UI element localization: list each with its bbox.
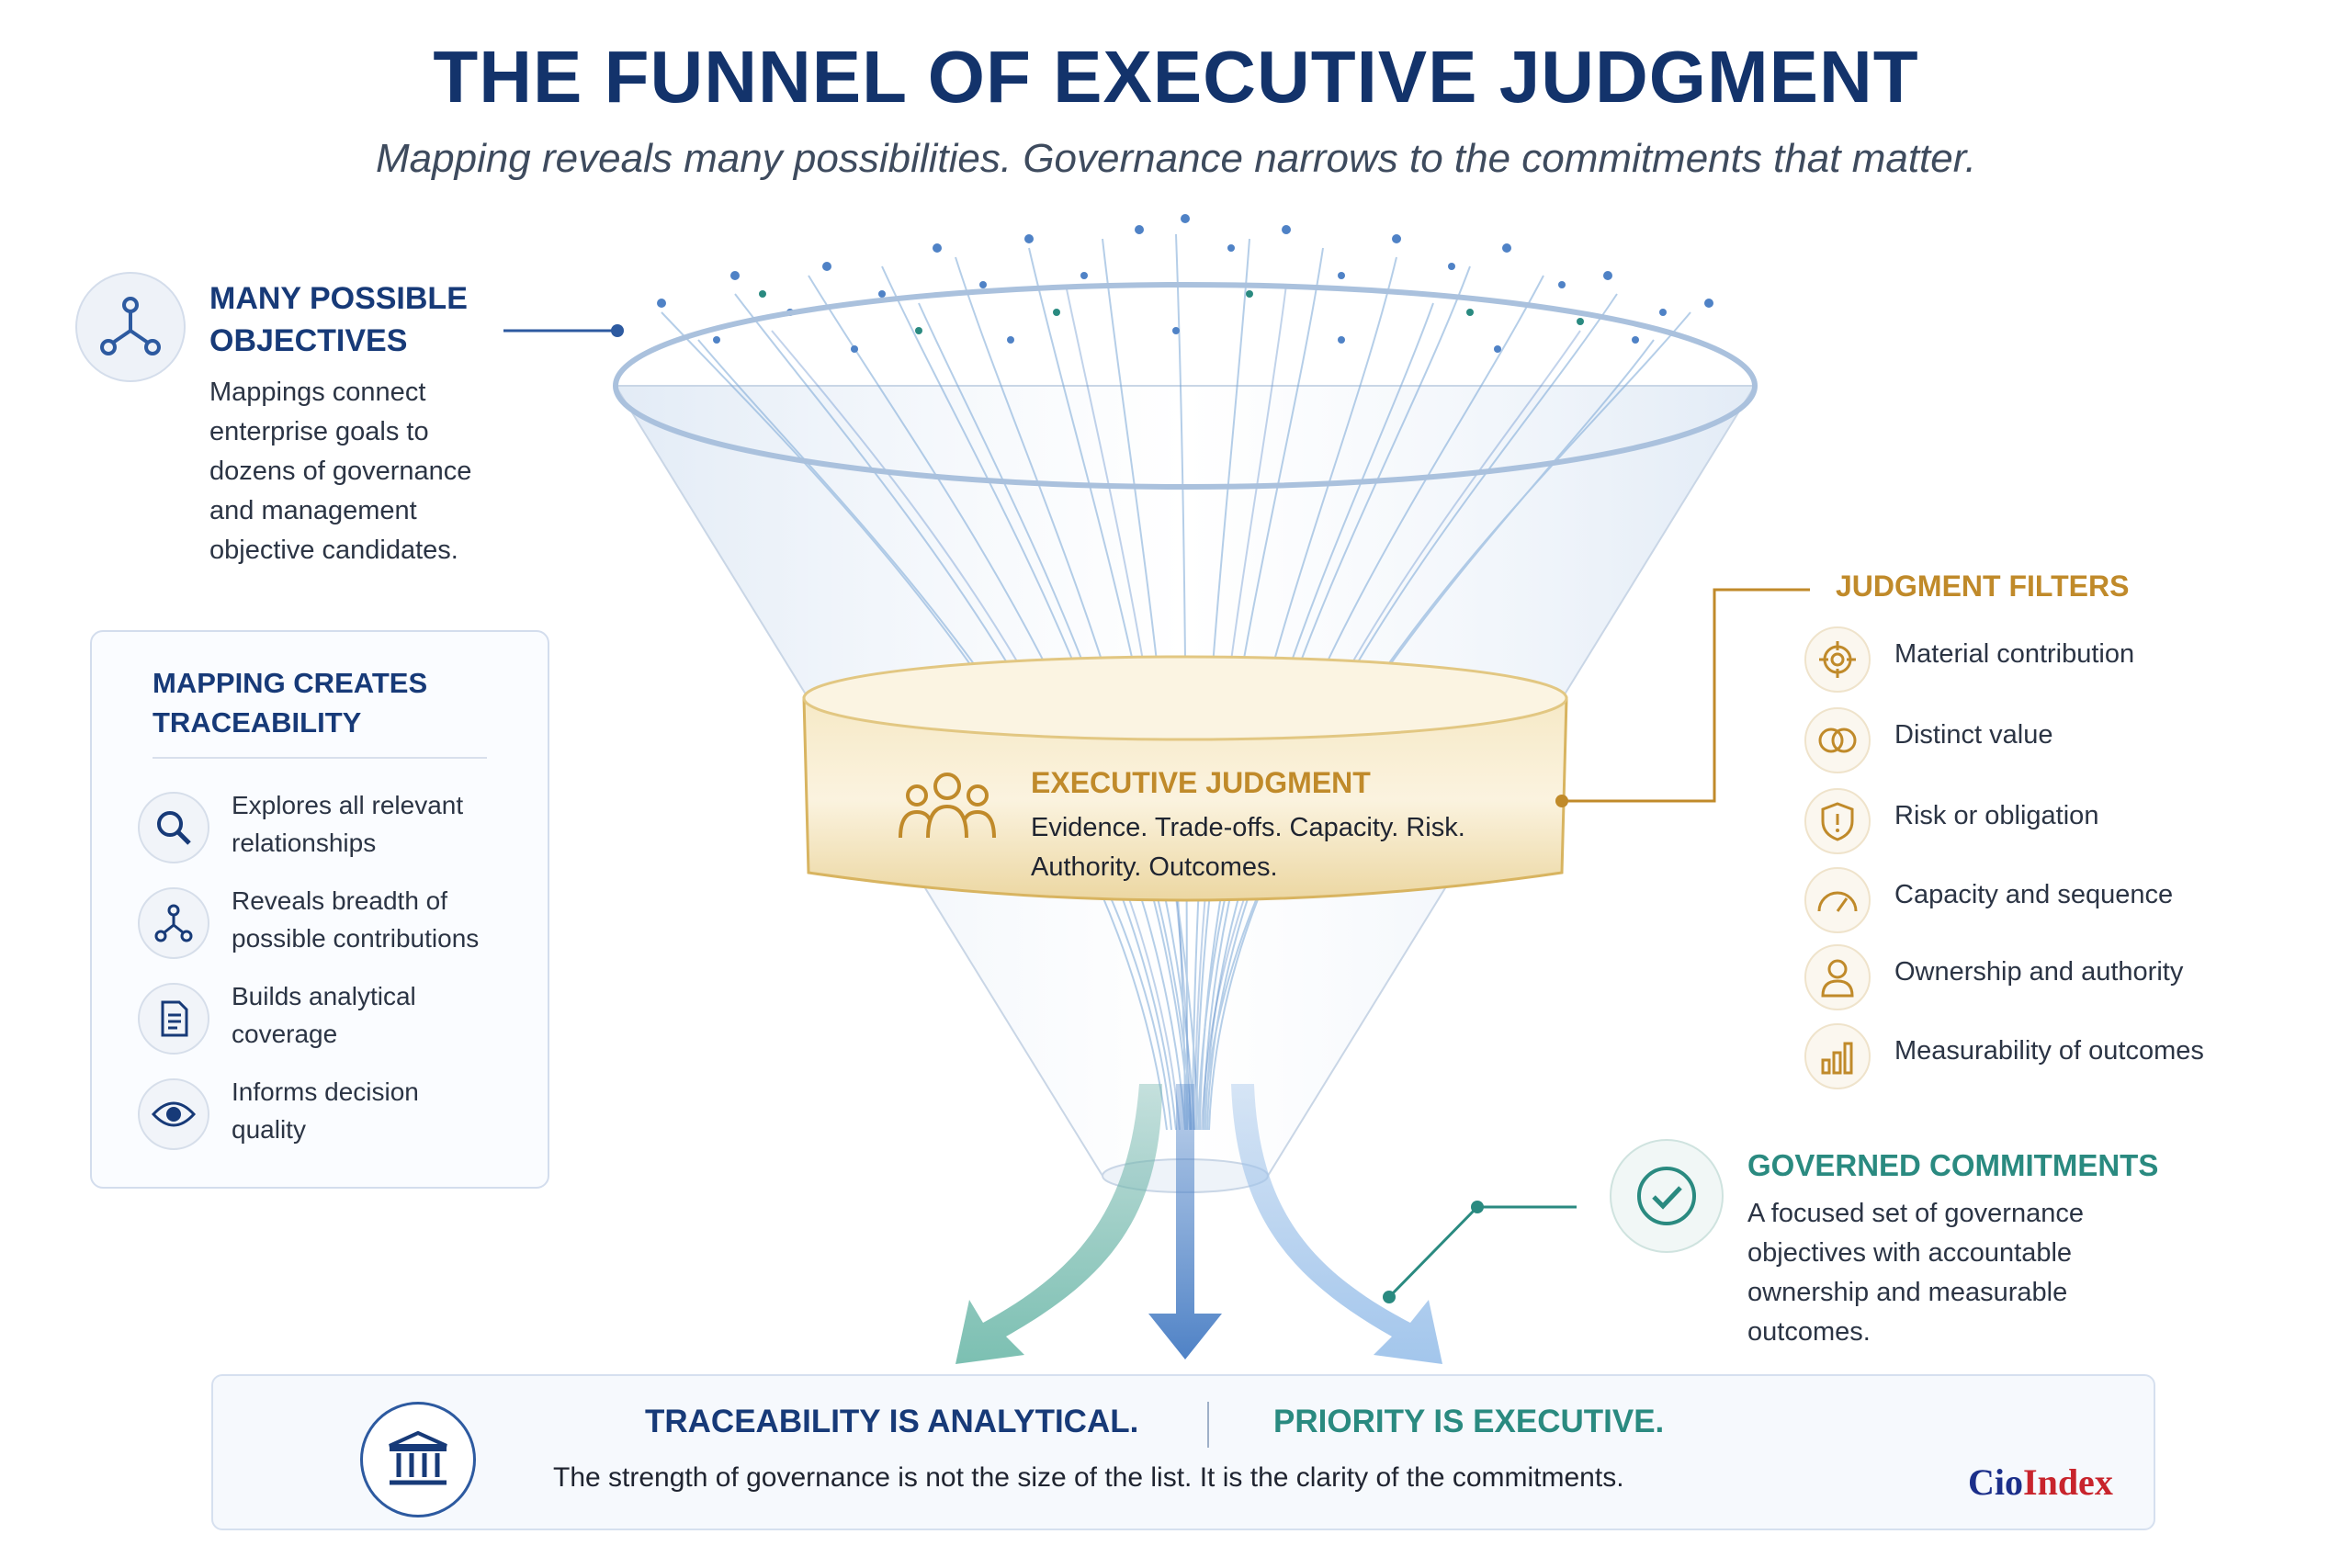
executive-judgment-heading: EXECUTIVE JUDGMENT [1031,766,1371,799]
network-icon [100,297,161,355]
eye-icon [138,1078,209,1150]
network-icon [138,887,209,959]
funnel-graphic [613,214,1758,1364]
governed-heading: GOVERNED COMMITMENTS [1747,1148,2159,1182]
governed-icon-circle [1610,1139,1724,1253]
judgment-filters-heading: JUDGMENT FILTERS [1836,570,2130,603]
filter-item: Capacity and sequence [1804,867,2319,935]
objectives-icon-circle [75,272,186,382]
executive-judgment-body: Evidence. Trade-offs. Capacity. Risk. Au… [1031,813,1465,882]
filter-item: Material contribution [1804,626,2319,694]
objectives-body: Mappings connect enterprise goals to doz… [209,378,472,565]
filter-item: Ownership and authority [1804,944,2319,1012]
traceability-heading: MAPPING CREATES TRACEABILITY [153,667,428,739]
page-title: THE FUNNEL OF EXECUTIVE JUDGMENT [433,36,1919,118]
institution-icon [389,1430,447,1485]
traceability-tagline: TRACEABILITY IS ANALYTICAL. [645,1404,1139,1439]
bar-chart-icon [1804,1023,1871,1089]
magnifier-icon [138,792,209,863]
panel-divider [153,757,487,759]
checkmark-icon [1637,1167,1696,1225]
brand-logo: CioIndex [1968,1461,2113,1503]
objectives-heading: MANY POSSIBLE OBJECTIVES [209,281,468,358]
tagline-divider [1207,1402,1209,1448]
person-icon [1804,944,1871,1010]
filter-item: Risk or obligation [1804,788,2319,856]
institution-icon-circle [360,1402,476,1517]
document-icon [138,983,209,1055]
people-icon [897,770,998,843]
bottom-banner: TRACEABILITY IS ANALYTICAL. PRIORITY IS … [211,1374,2155,1530]
governed-body: A focused set of governance objectives w… [1747,1199,2084,1347]
page-subtitle: Mapping reveals many possibilities. Gove… [376,136,1976,181]
priority-tagline: PRIORITY IS EXECUTIVE. [1273,1404,1665,1439]
filter-item: Distinct value [1804,707,2319,775]
filter-item: Measurability of outcomes [1804,1023,2319,1091]
gauge-icon [1804,867,1871,933]
shield-icon [1804,788,1871,854]
bottom-body: The strength of governance is not the si… [553,1462,1624,1493]
target-icon [1804,626,1871,693]
overlap-circles-icon [1804,707,1871,773]
traceability-panel: MAPPING CREATES TRACEABILITY Explores al… [90,630,549,1189]
